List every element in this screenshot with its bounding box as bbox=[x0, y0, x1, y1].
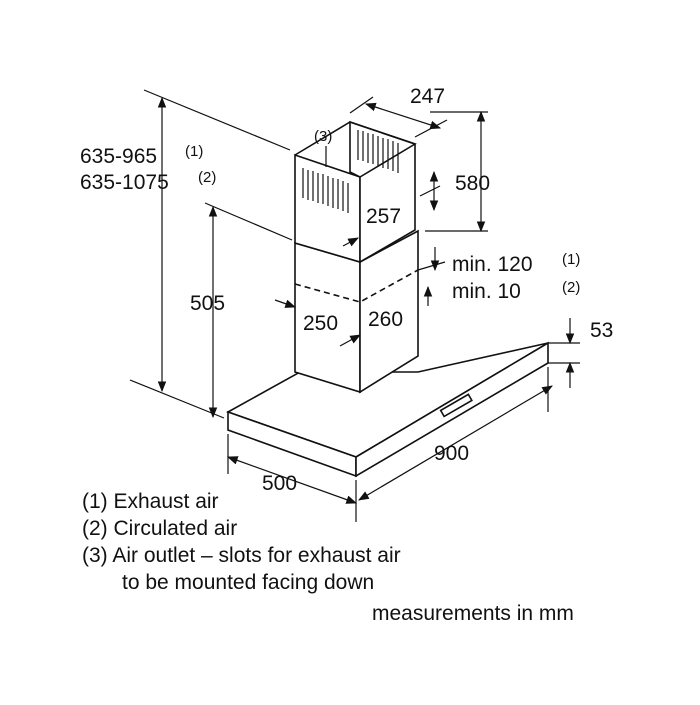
label-505: 505 bbox=[190, 292, 225, 315]
dimension-lines bbox=[129, 89, 580, 522]
label-257: 257 bbox=[366, 205, 401, 228]
dim-line-900 bbox=[358, 385, 553, 501]
dim-line-247 bbox=[364, 102, 442, 130]
label-500: 500 bbox=[262, 472, 297, 495]
label-580: 580 bbox=[455, 172, 490, 195]
label-min-120: min. 120 bbox=[452, 253, 533, 276]
label-247: 247 bbox=[410, 85, 445, 108]
outlet-callout-label: (3) bbox=[314, 128, 332, 145]
label-total-height-1: 635-965 bbox=[80, 145, 157, 168]
label-min-10: min. 10 bbox=[452, 280, 521, 303]
outlet-slots-back bbox=[357, 130, 399, 173]
label-260: 260 bbox=[368, 308, 403, 331]
dim-line-250 bbox=[274, 299, 297, 308]
legend-item-circulated-air: (2) Circulated air bbox=[82, 517, 238, 540]
label-min-120-note: (1) bbox=[562, 251, 580, 268]
duct-overlap-dashed bbox=[294, 269, 419, 303]
label-53: 53 bbox=[590, 319, 613, 342]
outlet-slots-front bbox=[302, 168, 349, 213]
legend-item-air-outlet-cont: to be mounted facing down bbox=[122, 571, 375, 594]
label-total-height-2-note: (2) bbox=[198, 169, 216, 186]
dim-line-500 bbox=[226, 456, 358, 504]
legend-item-air-outlet: (3) Air outlet – slots for exhaust air bbox=[82, 544, 401, 567]
label-min-10-note: (2) bbox=[562, 279, 580, 296]
dim-line-257 bbox=[342, 237, 359, 247]
dim-line-260 bbox=[339, 334, 361, 347]
label-total-height-1-note: (1) bbox=[185, 143, 203, 160]
lower-duct-side bbox=[359, 229, 419, 394]
label-900: 900 bbox=[434, 442, 469, 465]
units-note: measurements in mm bbox=[372, 602, 574, 625]
legend-item-exhaust-air: (1) Exhaust air bbox=[82, 490, 219, 513]
label-250: 250 bbox=[303, 312, 338, 335]
label-total-height-2: 635-1075 bbox=[80, 171, 169, 194]
